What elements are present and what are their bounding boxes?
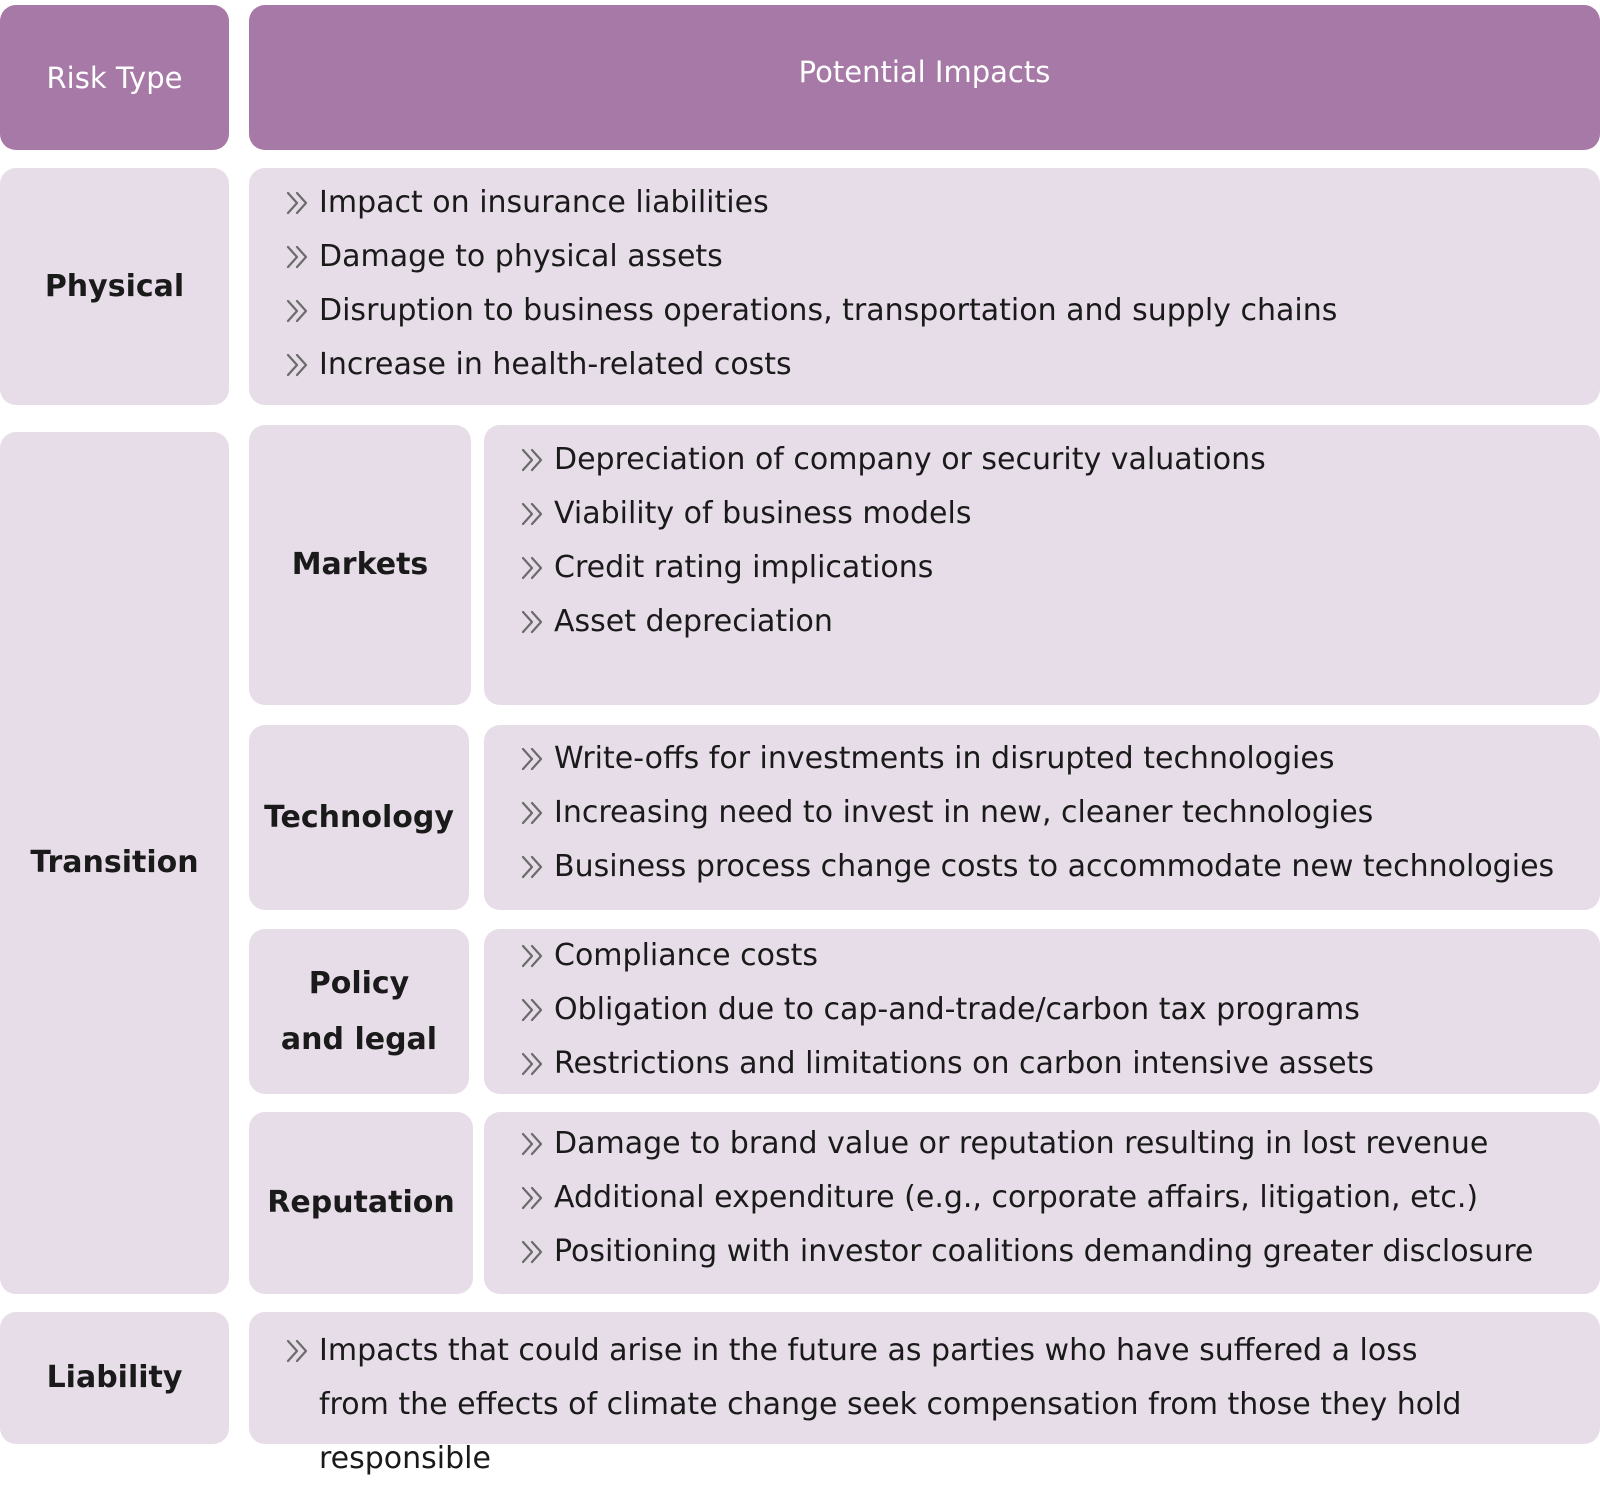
- list-item: Impact on insurance liabilities: [285, 176, 1337, 230]
- list-item: Additional expenditure (e.g., corporate …: [520, 1171, 1533, 1225]
- double-chevron-right-icon: [285, 230, 319, 270]
- technology-label-cell: Technology: [249, 725, 469, 910]
- technology-impacts-cell: Write-offs for investments in disrupted …: [484, 725, 1600, 910]
- header-potential-impacts: Potential Impacts: [249, 5, 1600, 150]
- markets-label: Markets: [291, 547, 429, 582]
- list-item-text: Credit rating implications: [554, 550, 934, 585]
- double-chevron-right-icon: [520, 983, 554, 1023]
- reputation-impacts-cell: Damage to brand value or reputation resu…: [484, 1112, 1600, 1294]
- list-item-text: Positioning with investor coalitions dem…: [554, 1234, 1534, 1269]
- double-chevron-right-icon: [520, 1225, 554, 1265]
- list-item: Restrictions and limitations on carbon i…: [520, 1037, 1374, 1091]
- double-chevron-right-icon: [520, 1037, 554, 1077]
- list-item: Increasing need to invest in new, cleane…: [520, 786, 1554, 840]
- double-chevron-right-icon: [520, 433, 554, 473]
- list-item-text: Impacts that could arise in the future a…: [319, 1333, 1462, 1476]
- technology-label: Technology: [264, 799, 454, 835]
- list-item: Impacts that could arise in the future a…: [285, 1324, 1485, 1476]
- header-risk-type-label: Risk Type: [46, 60, 183, 95]
- list-item-text: Asset depreciation: [554, 604, 833, 639]
- list-item-text: Compliance costs: [554, 938, 818, 973]
- double-chevron-right-icon: [285, 176, 319, 216]
- double-chevron-right-icon: [520, 541, 554, 581]
- list-item-text: Impact on insurance liabilities: [319, 185, 769, 220]
- double-chevron-right-icon: [520, 786, 554, 826]
- physical-label-cell: Physical: [0, 168, 229, 405]
- markets-impacts-cell: Depreciation of company or security valu…: [484, 425, 1600, 705]
- list-item-text: Business process change costs to accommo…: [554, 849, 1555, 884]
- double-chevron-right-icon: [520, 487, 554, 527]
- technology-impacts-list: Write-offs for investments in disrupted …: [520, 732, 1554, 894]
- list-item: Obligation due to cap-and-trade/carbon t…: [520, 983, 1374, 1037]
- double-chevron-right-icon: [520, 1117, 554, 1157]
- list-item-text: Obligation due to cap-and-trade/carbon t…: [554, 992, 1360, 1027]
- list-item: Asset depreciation: [520, 595, 1266, 649]
- list-item: Depreciation of company or security valu…: [520, 433, 1266, 487]
- reputation-label-cell: Reputation: [249, 1112, 473, 1294]
- list-item: Business process change costs to accommo…: [520, 840, 1554, 894]
- reputation-impacts-list: Damage to brand value or reputation resu…: [520, 1117, 1533, 1279]
- list-item: Damage to brand value or reputation resu…: [520, 1117, 1533, 1171]
- header-potential-impacts-label: Potential Impacts: [798, 54, 1051, 89]
- markets-label-cell: Markets: [249, 425, 471, 705]
- list-item-text: Disruption to business operations, trans…: [319, 293, 1338, 328]
- list-item-text: Restrictions and limitations on carbon i…: [554, 1046, 1374, 1081]
- double-chevron-right-icon: [520, 929, 554, 969]
- policy-label-line1: Policy: [308, 965, 410, 1001]
- double-chevron-right-icon: [285, 338, 319, 378]
- list-item: Credit rating implications: [520, 541, 1266, 595]
- transition-label-cell: Transition: [0, 432, 229, 1294]
- list-item-text: Damage to physical assets: [319, 239, 723, 274]
- liability-label: Liability: [46, 1360, 183, 1395]
- list-item: Disruption to business operations, trans…: [285, 284, 1337, 338]
- list-item: Compliance costs: [520, 929, 1374, 983]
- double-chevron-right-icon: [285, 284, 319, 324]
- list-item: Increase in health-related costs: [285, 338, 1337, 392]
- reputation-label: Reputation: [267, 1185, 455, 1220]
- markets-impacts-list: Depreciation of company or security valu…: [520, 433, 1266, 649]
- double-chevron-right-icon: [520, 732, 554, 772]
- list-item-text: Damage to brand value or reputation resu…: [554, 1126, 1489, 1161]
- list-item: Viability of business models: [520, 487, 1266, 541]
- list-item-text: Viability of business models: [554, 496, 972, 531]
- list-item-text: Write-offs for investments in disrupted …: [554, 741, 1335, 776]
- double-chevron-right-icon: [520, 840, 554, 880]
- double-chevron-right-icon: [285, 1324, 319, 1364]
- transition-label: Transition: [30, 845, 199, 880]
- list-item-text: Depreciation of company or security valu…: [554, 442, 1266, 477]
- list-item-text: Increasing need to invest in new, cleane…: [554, 795, 1374, 830]
- header-risk-type: Risk Type: [0, 5, 229, 150]
- liability-impacts-list: Impacts that could arise in the future a…: [285, 1324, 1485, 1476]
- double-chevron-right-icon: [520, 595, 554, 635]
- physical-label: Physical: [44, 268, 185, 304]
- list-item: Positioning with investor coalitions dem…: [520, 1225, 1533, 1279]
- double-chevron-right-icon: [520, 1171, 554, 1211]
- policy-label-line2: and legal: [280, 1021, 438, 1057]
- list-item: Write-offs for investments in disrupted …: [520, 732, 1554, 786]
- list-item: Damage to physical assets: [285, 230, 1337, 284]
- liability-label-cell: Liability: [0, 1312, 229, 1444]
- policy-label-cell: Policy and legal: [249, 929, 469, 1094]
- liability-impacts-cell: Impacts that could arise in the future a…: [249, 1312, 1600, 1476]
- list-item-text: Increase in health-related costs: [319, 347, 792, 382]
- list-item-text: Additional expenditure (e.g., corporate …: [554, 1180, 1479, 1215]
